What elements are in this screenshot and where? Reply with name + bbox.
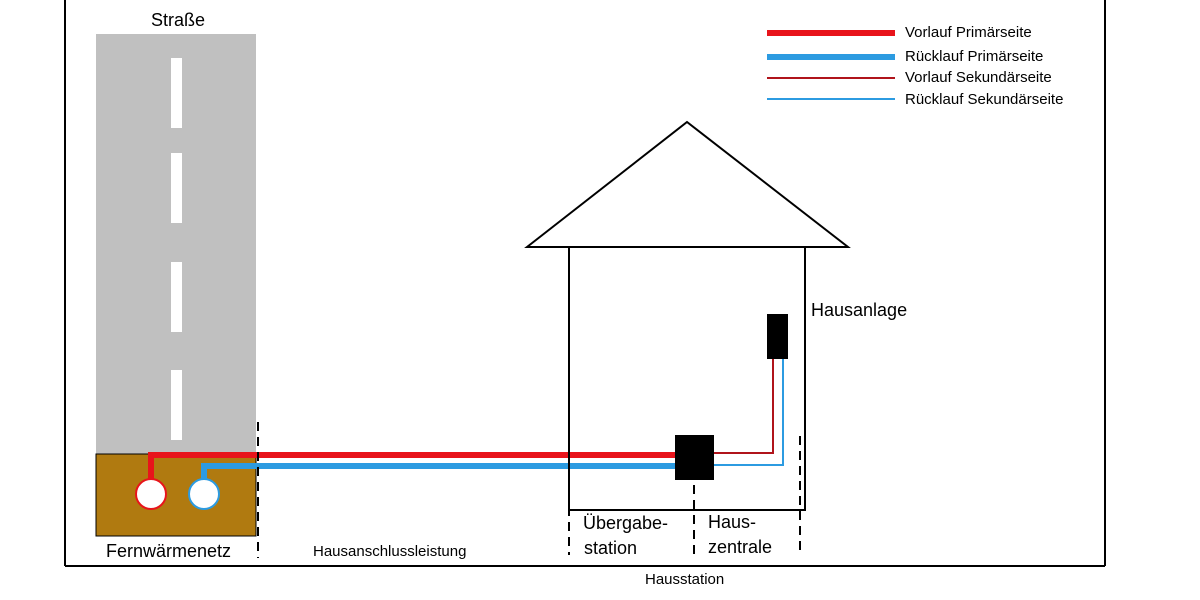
transfer-station-label-line1: Übergabe-	[583, 513, 668, 533]
supply-pipe-cross-section	[135, 478, 167, 510]
road-center-markings	[171, 58, 182, 440]
road-label: Straße	[151, 10, 205, 30]
return-pipe-cross-section	[188, 478, 220, 510]
legend-label-supply-secondary: Vorlauf Sekundärseite	[905, 69, 1052, 86]
connection-label: Hausanschlussleistung	[313, 543, 466, 560]
house-system-label: Hausanlage	[811, 300, 907, 320]
road-marking	[171, 58, 182, 128]
house-station-label: Hausstation	[645, 571, 724, 588]
supply-secondary-pipe	[714, 359, 774, 454]
road-marking	[171, 262, 182, 332]
legend-label-return-primary: Rücklauf Primärseite	[905, 48, 1043, 65]
house-system-unit	[767, 314, 788, 359]
road-marking	[171, 370, 182, 440]
frame	[64, 0, 1106, 567]
supply-primary-pipe	[148, 452, 676, 482]
primary-pipes	[135, 452, 676, 510]
return-secondary-pipe	[714, 359, 784, 466]
house-central-label-line2: zentrale	[708, 537, 772, 557]
legend-label-supply-primary: Vorlauf Primärseite	[905, 24, 1032, 41]
house-central-label-line1: Haus-	[708, 512, 756, 532]
legend-label-return-secondary: Rücklauf Sekundärseite	[905, 91, 1063, 108]
road-marking	[171, 153, 182, 223]
return-primary-pipe	[201, 463, 676, 482]
house-roof	[524, 120, 851, 248]
house	[524, 120, 851, 511]
transfer-station-unit	[675, 435, 714, 480]
legend: Vorlauf Primärseite Rücklauf Primärseite…	[767, 24, 1063, 108]
network-label: Fernwärmenetz	[106, 541, 231, 561]
house-body	[568, 246, 806, 511]
transfer-station-label-line2: station	[584, 538, 637, 558]
secondary-pipes	[714, 359, 784, 466]
